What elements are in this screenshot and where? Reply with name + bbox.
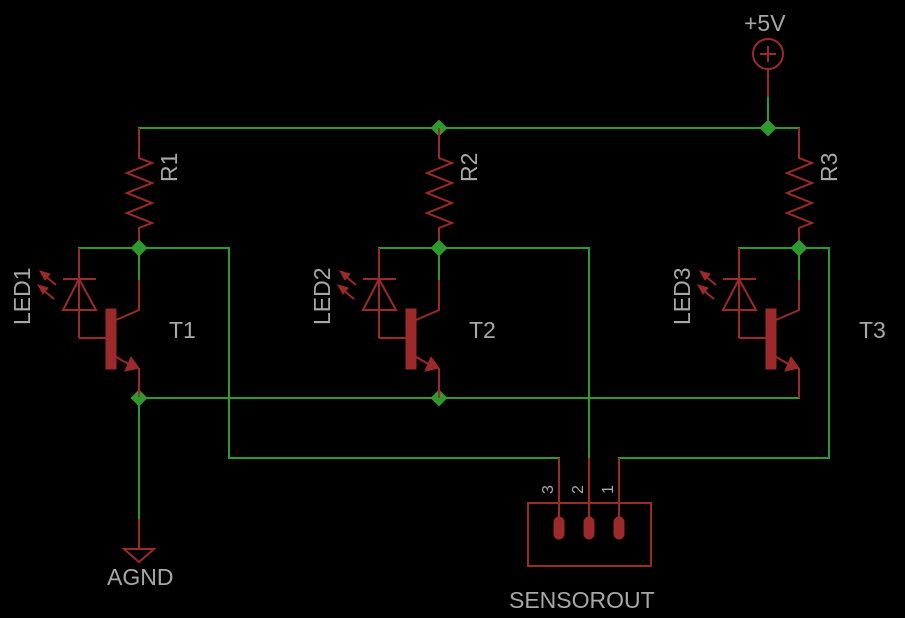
led-label: LED2 [309, 267, 335, 325]
led-2[interactable]: LED2 [309, 248, 406, 339]
light-emission-icon [336, 270, 357, 300]
pin-3 [553, 516, 565, 540]
resistor-label: R3 [816, 153, 842, 182]
transistor-label: T1 [169, 317, 196, 343]
pin-2 [583, 516, 595, 540]
light-emission-icon [36, 270, 57, 300]
ground[interactable]: AGND [107, 397, 173, 590]
pin-number: 3 [540, 485, 557, 494]
power-supply[interactable]: +5V [744, 10, 786, 129]
channel-1[interactable]: R1 LED1 T1 [9, 128, 560, 459]
junction-dot [430, 239, 448, 257]
led-1[interactable]: LED1 [9, 248, 106, 339]
power-label: +5V [744, 10, 786, 36]
led-label: LED1 [9, 267, 35, 325]
connector-label: SENSOROUT [509, 587, 655, 613]
connector-sensorout[interactable]: 3 2 1 SENSOROUT [509, 458, 655, 613]
led-label: LED3 [669, 267, 695, 325]
resistor-r1[interactable]: R1 [124, 128, 182, 248]
junction-dot [790, 239, 808, 257]
ground-icon [121, 519, 157, 564]
transistor-label: T3 [859, 317, 886, 343]
resistor-label: R1 [156, 153, 182, 182]
pin-number: 1 [600, 485, 617, 494]
ground-label: AGND [107, 564, 173, 590]
transistor-t2[interactable]: T2 [405, 280, 496, 398]
channel-2[interactable]: R2 LED2 T2 [309, 128, 590, 459]
supply-plus-icon [752, 38, 784, 98]
channel-3[interactable]: R3 LED3 T3 [618, 128, 886, 459]
light-emission-icon [696, 270, 717, 300]
pin-1 [613, 516, 625, 540]
junction-dot [759, 119, 777, 137]
resistor-r2[interactable]: R2 [424, 128, 482, 248]
junction-dot [130, 239, 148, 257]
resistor-label: R2 [456, 153, 482, 182]
led-3[interactable]: LED3 [669, 248, 766, 339]
transistor-t1[interactable]: T1 [105, 280, 196, 398]
connector-body [527, 502, 652, 567]
transistor-t3[interactable]: T3 [765, 280, 886, 398]
pin-number: 2 [570, 485, 587, 494]
resistor-r3[interactable]: R3 [784, 128, 842, 248]
transistor-label: T2 [469, 317, 496, 343]
